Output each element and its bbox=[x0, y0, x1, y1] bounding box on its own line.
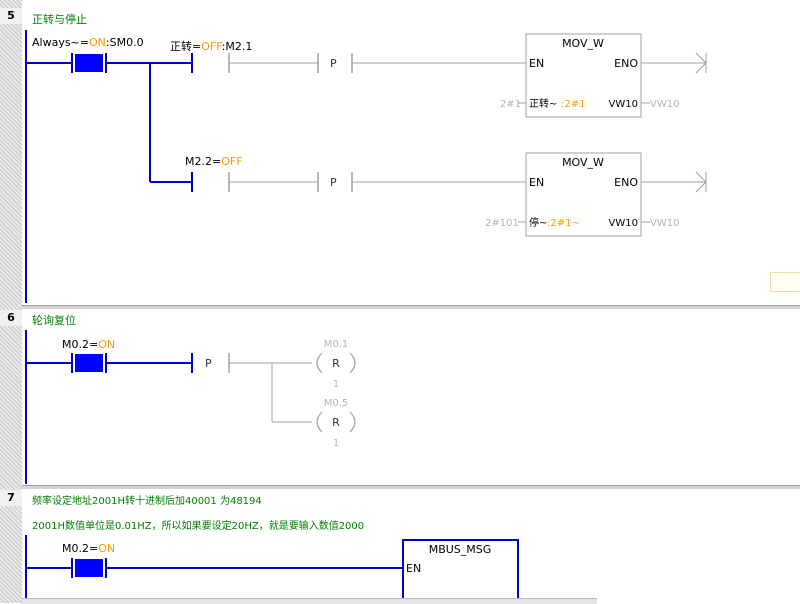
svg-text:VW10: VW10 bbox=[650, 218, 679, 229]
rung-comment[interactable]: 频率设定地址2001H转十进制后加40001 为48194 bbox=[32, 496, 262, 507]
reset-coil[interactable]: M0.1 R 1 bbox=[316, 339, 356, 390]
rung-comment-line2[interactable]: 2001H数值单位是0.01HZ，所以如果要设定20HZ，就是要输入数值2000 bbox=[32, 521, 365, 532]
svg-text:MOV_W: MOV_W bbox=[562, 156, 604, 169]
svg-text:R: R bbox=[332, 416, 340, 429]
svg-text:P: P bbox=[330, 57, 337, 70]
contact-forward[interactable] bbox=[191, 53, 230, 73]
contact-m2-2[interactable] bbox=[191, 172, 230, 192]
svg-text:1: 1 bbox=[333, 438, 339, 449]
horizontal-scrollbar[interactable] bbox=[22, 598, 597, 604]
svg-text::2#1: :2#1 bbox=[561, 99, 585, 110]
contact-label-forward: 正转=OFF:M2.1 bbox=[170, 40, 253, 53]
left-gutter bbox=[0, 0, 22, 603]
svg-text:MOV_W: MOV_W bbox=[562, 37, 604, 50]
svg-text:正转~: 正转~ bbox=[529, 97, 557, 110]
rung-comment[interactable]: 轮询复位 bbox=[32, 314, 76, 327]
svg-text:P: P bbox=[330, 176, 337, 189]
svg-text:2#1: 2#1 bbox=[500, 99, 521, 110]
rung-number[interactable]: 7 bbox=[0, 490, 22, 506]
svg-text:P: P bbox=[205, 357, 212, 370]
svg-text:2#101: 2#101 bbox=[485, 218, 519, 229]
reset-coil[interactable]: M0.5 R 1 bbox=[316, 398, 356, 449]
svg-text:1: 1 bbox=[333, 379, 339, 390]
svg-text:MBUS_MSG: MBUS_MSG bbox=[429, 543, 492, 556]
svg-text:VW10: VW10 bbox=[609, 218, 638, 229]
rung-separator bbox=[22, 485, 800, 489]
svg-text:VW10: VW10 bbox=[609, 99, 638, 110]
positive-edge-contact[interactable]: P bbox=[317, 172, 353, 192]
svg-text:停~: 停~ bbox=[529, 216, 547, 229]
svg-text:R: R bbox=[332, 357, 340, 370]
contact-label-m22: M2.2=OFF bbox=[185, 155, 243, 168]
mov-w-box[interactable]: MOV_W EN ENO 停~ :2#1~ VW10 bbox=[525, 152, 642, 237]
svg-text::2#1~: :2#1~ bbox=[547, 218, 580, 229]
rung-separator bbox=[22, 305, 800, 309]
svg-text:EN: EN bbox=[529, 176, 544, 189]
positive-edge-contact[interactable]: P bbox=[317, 53, 353, 73]
contact-label-m02: M0.2=ON bbox=[62, 542, 116, 555]
mov-w-box[interactable]: MOV_W EN ENO 正转~ :2#1 VW10 bbox=[525, 33, 642, 118]
svg-text:M0.1: M0.1 bbox=[324, 339, 349, 350]
svg-text:VW10: VW10 bbox=[650, 99, 679, 110]
svg-text:M0.5: M0.5 bbox=[324, 398, 349, 409]
contact-label-always: Always~=ON:SM0.0 bbox=[32, 36, 144, 49]
contact-m0-2[interactable] bbox=[71, 353, 107, 373]
svg-text:EN: EN bbox=[529, 57, 544, 70]
svg-text:ENO: ENO bbox=[614, 176, 638, 189]
rung-number[interactable]: 5 bbox=[0, 8, 22, 24]
svg-text:ENO: ENO bbox=[614, 57, 638, 70]
contact-label-m02: M0.2=ON bbox=[62, 338, 116, 351]
contact-m0-2[interactable] bbox=[71, 558, 107, 578]
contact-always-on[interactable] bbox=[71, 53, 107, 73]
mbus-msg-box[interactable]: MBUS_MSG EN bbox=[402, 539, 519, 598]
svg-text:EN: EN bbox=[406, 562, 421, 575]
rung-number[interactable]: 6 bbox=[0, 310, 22, 326]
edit-cursor-box[interactable] bbox=[770, 272, 800, 292]
rung-comment[interactable]: 正转与停止 bbox=[32, 13, 87, 26]
positive-edge-contact[interactable]: P bbox=[191, 353, 230, 373]
